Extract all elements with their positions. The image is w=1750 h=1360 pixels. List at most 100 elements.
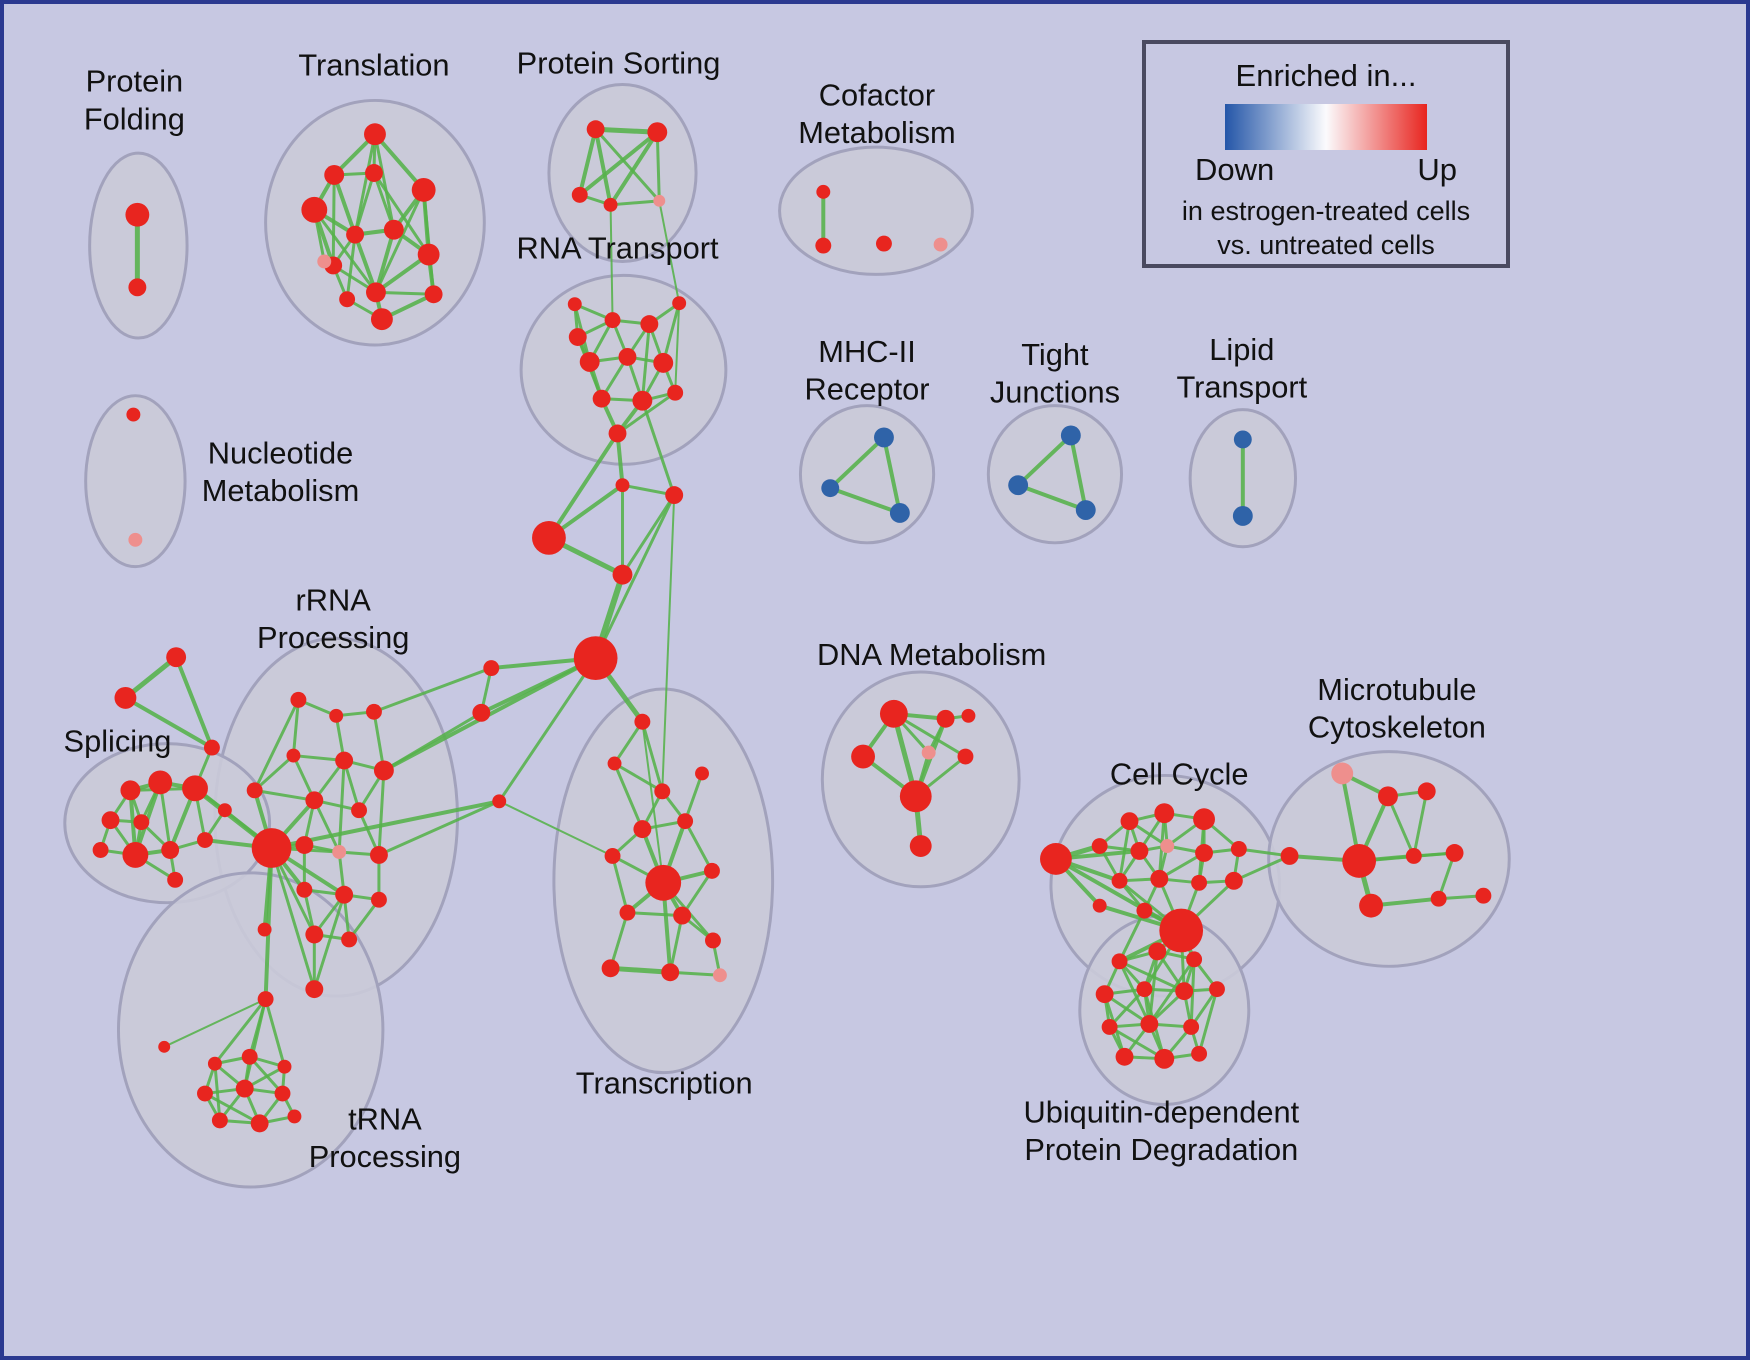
network-node [369,846,388,864]
network-node [277,1059,292,1074]
network-node [936,709,955,728]
network-edge [253,788,316,802]
network-edge [1118,959,1186,993]
network-edge [641,720,665,884]
network-edge [1118,909,1146,963]
cluster-label-lipid-transport: Transport [1177,370,1308,405]
network-node [1111,872,1128,889]
network-edge [1412,789,1429,858]
network-node [101,811,120,830]
network-node [653,352,674,373]
network-node [274,1085,291,1102]
network-node [1430,890,1447,907]
network-node [1417,782,1436,801]
network-node [128,532,143,547]
network-node [1186,951,1203,968]
network-node [161,841,180,859]
network-node [317,254,332,269]
network-node [492,794,507,809]
network-edge [640,720,664,793]
network-node [1280,847,1299,865]
network-edge [546,431,620,540]
network-node [166,647,187,668]
network-edge [658,199,681,305]
network-node [250,1114,269,1133]
network-edge [1232,854,1292,883]
network-edge [353,171,376,237]
legend-caption: in estrogen-treated cells vs. untreated … [1146,194,1506,262]
network-node [339,291,356,308]
network-node [1136,981,1153,998]
network-edge [613,762,664,793]
network-node [653,194,666,207]
network-node [383,219,404,240]
network-edge [353,132,377,237]
network-node [1195,844,1213,862]
network-node [661,963,680,982]
cluster-label-mhc-ii-receptor: Receptor [805,372,930,407]
network-node [411,177,436,202]
network-edge [661,494,676,793]
cluster-label-microtubule-cytoskeleton: Microtubule [1317,672,1476,707]
network-node [816,184,831,199]
network-edge [312,893,346,991]
network-node [241,1048,258,1065]
network-edge [881,435,902,515]
network-edge [683,771,704,823]
network-node [1183,1018,1200,1035]
network-node [286,748,301,763]
network-node [532,520,566,555]
network-node [815,237,832,254]
network-node [933,237,948,252]
network-edge [123,695,214,750]
network-node [875,235,892,252]
network-edge [828,486,902,515]
network-node [961,708,976,723]
legend-down-label: Down [1195,152,1275,187]
network-edge [263,846,274,1002]
cluster-label-lipid-transport: Lipid [1209,332,1274,367]
network-node [128,278,147,297]
cluster-label-rna-transport: RNA Transport [517,230,719,265]
network-node [1115,1047,1134,1066]
network-node [586,120,605,139]
network-node [235,1079,254,1098]
cluster-label-translation: Translation [298,48,449,83]
network-edge [373,227,396,295]
network-node [373,760,394,781]
network-edge [608,965,673,975]
network-node [329,708,344,723]
network-edge [1197,987,1219,1056]
network-node [695,766,709,781]
network-edge [674,302,681,394]
cluster-label-rrna-processing: rRNA [296,582,372,617]
network-edge [593,127,613,207]
network-edge [609,911,629,970]
network-node [1160,839,1175,853]
network-node [246,782,263,799]
network-node [120,780,141,801]
network-node [1230,841,1247,857]
legend-gradient-bar [1225,104,1427,150]
network-node [604,312,621,329]
network-node [1120,812,1139,831]
network-node [1040,843,1072,875]
network-node [640,315,659,334]
network-node [1209,981,1225,998]
cluster-label-cofactor-metabolism: Metabolism [798,115,955,150]
network-node [673,906,692,925]
network-edge [577,127,598,197]
network-edge [1108,987,1146,1029]
network-node [705,932,721,949]
network-node [667,384,684,401]
cluster-label-splicing: Splicing [64,724,172,759]
network-node [889,503,910,523]
network-node [251,828,292,868]
network-node [633,820,652,839]
network-edge [372,132,426,192]
network-node [607,756,622,771]
cluster-label-mhc-ii-receptor: MHC-II [818,334,916,369]
legend-up-label: Up [1417,152,1457,187]
cluster-label-transcription: Transcription [576,1066,753,1101]
network-edge [312,798,341,854]
